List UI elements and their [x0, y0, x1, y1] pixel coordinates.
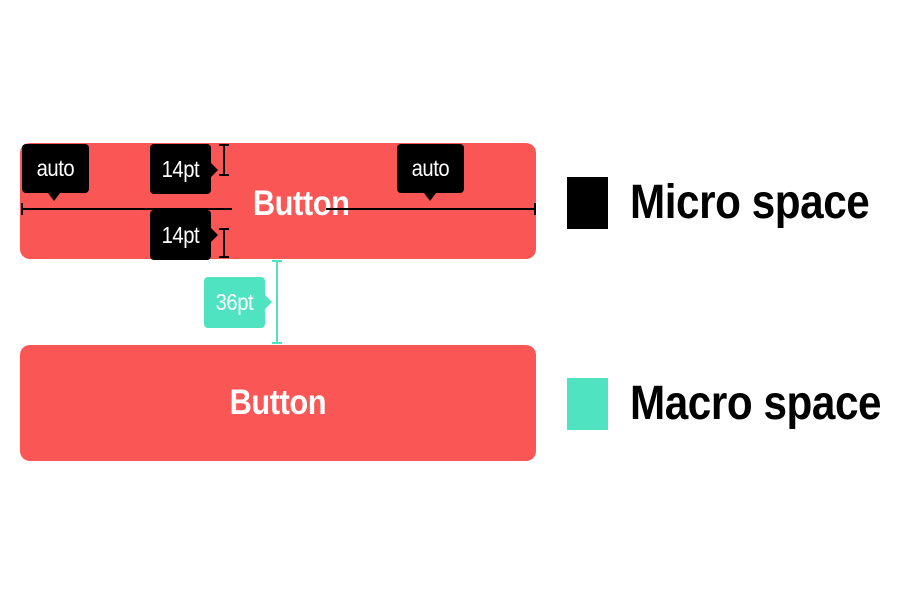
tag-pointer-left-auto [48, 193, 60, 201]
button-bottom[interactable]: Button [20, 345, 536, 461]
button-bottom-label: Button [229, 383, 327, 422]
tag-pointer-gap [265, 295, 272, 309]
tag-top-padding: 14pt [150, 144, 211, 194]
tag-bottom-padding-text: 14pt [161, 221, 200, 248]
tag-pointer-top-padding [211, 163, 218, 177]
tag-right-auto-text: auto [411, 155, 450, 181]
legend-macro-label: Macro space [630, 377, 882, 430]
tag-left-auto-text: auto [36, 155, 75, 181]
tag-right-auto: auto [397, 144, 464, 193]
legend-micro-label: Micro space [630, 176, 870, 229]
tag-top-padding-text: 14pt [161, 155, 200, 182]
legend-macro-swatch [567, 378, 608, 430]
tag-gap: 36pt [204, 277, 265, 328]
tag-gap-text: 36pt [215, 289, 254, 315]
button-top-label: Button [252, 184, 351, 224]
tag-pointer-right-auto [424, 193, 436, 201]
tag-bottom-padding: 14pt [150, 210, 211, 260]
tag-left-auto: auto [22, 144, 89, 193]
legend-micro-swatch [567, 177, 608, 229]
tag-pointer-bottom-padding [211, 228, 218, 242]
